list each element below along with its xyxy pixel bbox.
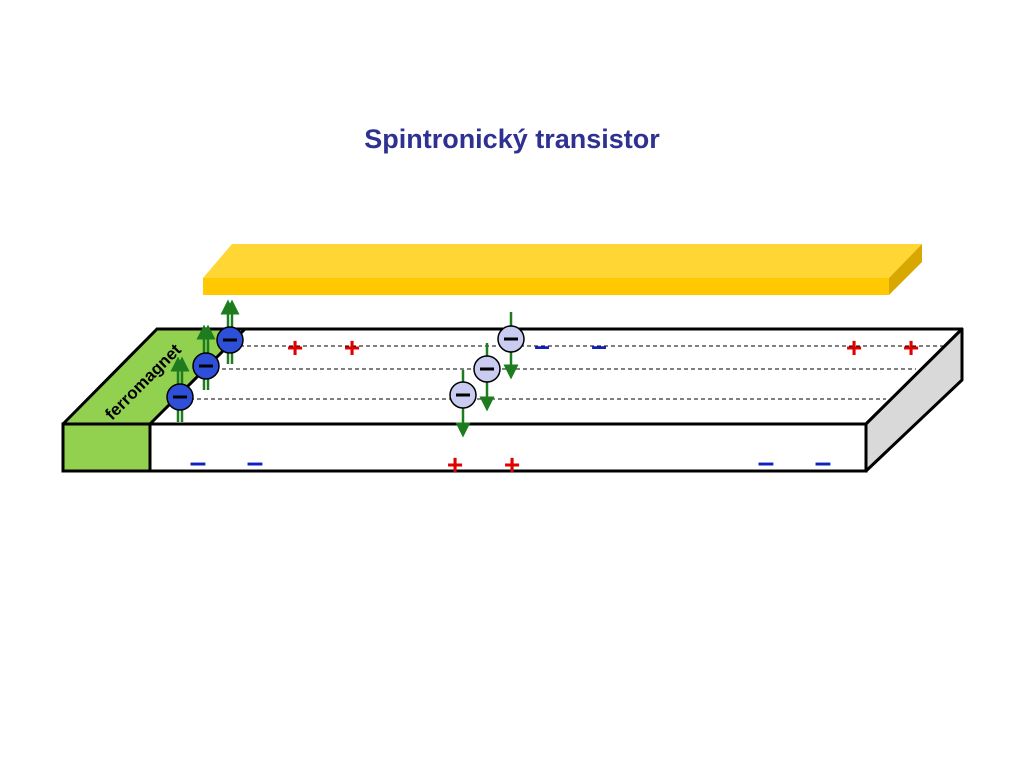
negative-charge: – [815, 446, 832, 479]
negative-charge: – [591, 330, 607, 361]
channel-top-charges: + + + + – – [287, 330, 919, 363]
positive-charge: + [447, 449, 463, 480]
front-face-charges: – – + + – – [190, 446, 832, 480]
electron-polarized [216, 326, 244, 354]
polarized-electrons [166, 326, 244, 411]
channel-slab [148, 327, 964, 473]
precessing-electrons [449, 312, 525, 438]
channel-top-face [148, 327, 964, 426]
gate-front-face [203, 278, 889, 295]
gate-side-face [889, 244, 922, 295]
negative-charge: – [758, 446, 775, 479]
positive-charge: + [846, 332, 862, 363]
ferromagnet-front-face [61, 422, 152, 473]
positive-charge: + [504, 449, 520, 480]
electron-paths [190, 345, 946, 400]
gate-electrode [203, 244, 922, 295]
channel-front-face [148, 422, 868, 473]
negative-charge: – [247, 446, 264, 479]
electron-polarized [166, 383, 194, 411]
ferromagnet-block: ferromagnet [61, 327, 247, 473]
positive-charge: + [344, 332, 360, 363]
gate-top-face [203, 244, 922, 278]
positive-charge: + [903, 332, 919, 363]
positive-charge: + [287, 332, 303, 363]
electron-unpolarized [473, 355, 501, 383]
electron-polarized [192, 352, 220, 380]
electron-unpolarized [497, 325, 525, 353]
slide-title: Spintronický transistor [364, 124, 660, 154]
negative-charge: – [190, 446, 207, 479]
electron-unpolarized [449, 381, 477, 409]
negative-charge: – [534, 330, 550, 361]
